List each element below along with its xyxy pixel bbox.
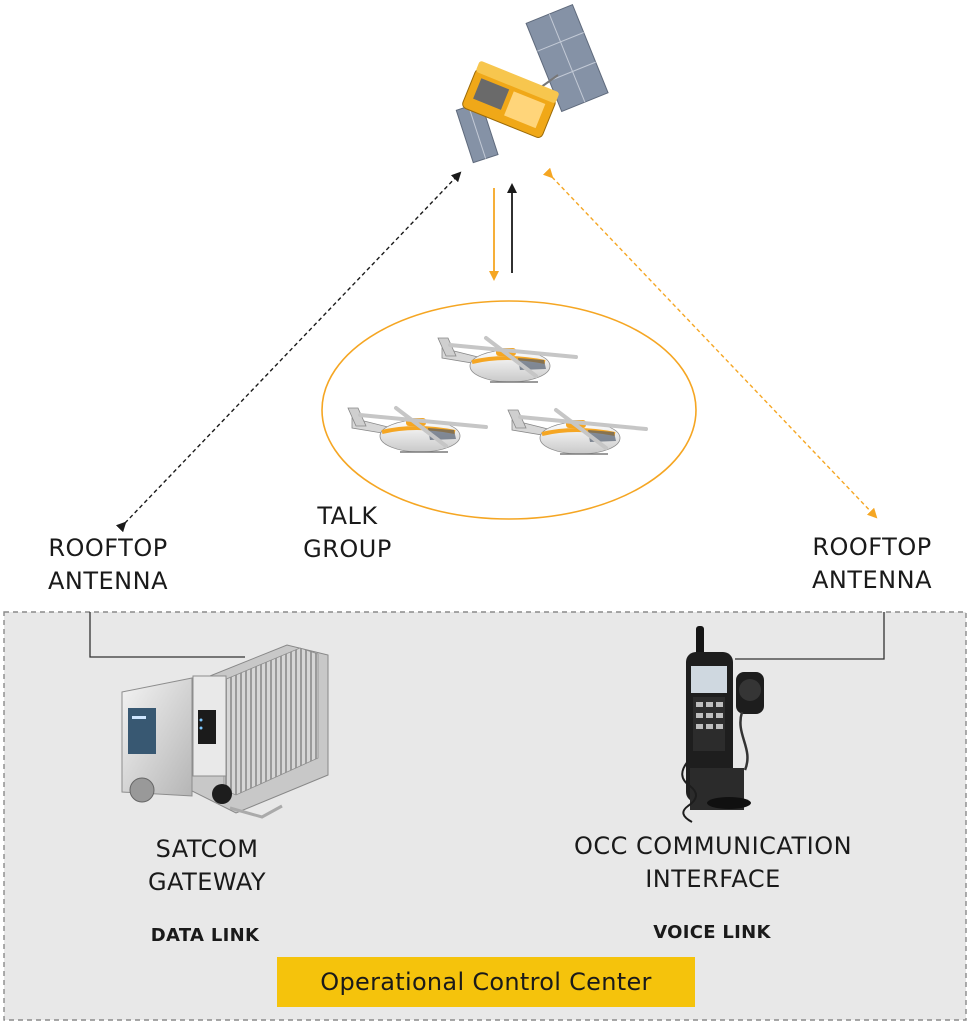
label-line: INTERFACE (645, 865, 781, 893)
talk-group-boundary (321, 300, 697, 520)
left-antenna-cable (89, 612, 245, 658)
label-line: ROOFTOP (48, 534, 168, 562)
data-link-line (115, 171, 462, 533)
satcom-gateway-label: SATCOM GATEWAY (122, 833, 292, 899)
helicopter-icon (437, 336, 578, 383)
voice-link-label: VOICE LINK (653, 922, 771, 943)
data-link-label: DATA LINK (150, 925, 260, 946)
talk-group-label: TALK GROUP (280, 500, 415, 566)
label-line: TALK (317, 502, 378, 530)
label-line: OCC COMMUNICATION (573, 832, 853, 860)
helicopter-icon (346, 406, 488, 454)
occ-panel (3, 611, 967, 1021)
rooftop-antenna-right-label: ROOFTOP ANTENNA (782, 531, 962, 597)
label-line: SATCOM (155, 835, 259, 863)
satellite-icon (455, 4, 609, 164)
satcom-gateway-icon (121, 644, 329, 819)
helicopter-icon (506, 408, 648, 456)
label-line: ANTENNA (811, 566, 933, 594)
operational-control-center-banner: Operational Control Center (277, 957, 695, 1007)
occ-communication-interface-label: OCC COMMUNICATION INTERFACE (548, 830, 878, 896)
label-line: GROUP (303, 535, 392, 563)
voice-link-line (542, 167, 878, 519)
rooftop-antenna-left-label: ROOFTOP ANTENNA (18, 532, 198, 598)
right-antenna-cable (735, 612, 885, 660)
satellite-phone-icon (681, 626, 764, 823)
label-line: GATEWAY (147, 868, 267, 896)
label-line: ANTENNA (47, 567, 169, 595)
operational-control-center-label: Operational Control Center (320, 968, 652, 996)
label-line: ROOFTOP (812, 533, 932, 561)
